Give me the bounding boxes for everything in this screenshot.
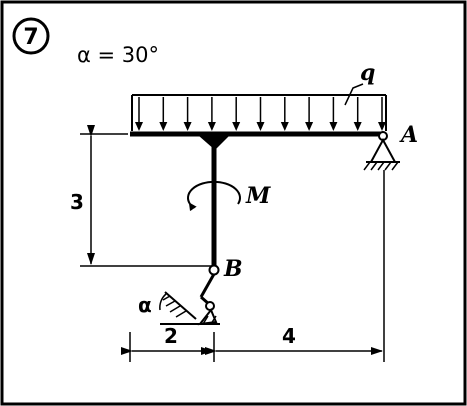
problem-number-badge: 7 [12, 17, 50, 55]
load-arrow-head [329, 122, 338, 131]
height-value: 3 [70, 190, 84, 214]
load-label-leader [344, 83, 364, 106]
load-arrow-head [280, 122, 289, 131]
load-arrow-head [353, 122, 362, 131]
load-arrow-head [207, 122, 216, 131]
load-arrow-head [305, 122, 314, 131]
angle-given: α = 30° [77, 43, 159, 67]
moment: M [187, 180, 271, 212]
problem-number: 7 [23, 25, 38, 50]
inclined-support: α [138, 273, 220, 326]
span-dimensions: 2 4 [121, 170, 385, 362]
load-arrow-head [232, 122, 241, 131]
load-arrows [135, 97, 386, 131]
right-span-value: 4 [282, 324, 296, 348]
distributed-load: q [131, 60, 387, 131]
hinge-b: B [208, 256, 243, 282]
load-arrow-head [183, 122, 192, 131]
point-a-label: A [399, 122, 418, 148]
point-b-label: B [223, 256, 243, 282]
load-arrow-head [159, 122, 168, 131]
height-dimension: 3 [70, 125, 212, 267]
load-arrow-head [135, 122, 143, 131]
angle-label: α [138, 293, 152, 317]
left-span-value: 2 [164, 324, 178, 348]
load-arrow-head [256, 122, 265, 131]
load-label: q [360, 60, 375, 86]
load-arrow-head [378, 122, 386, 131]
moment-label: M [245, 183, 271, 209]
pin-support-a: A [363, 122, 418, 171]
